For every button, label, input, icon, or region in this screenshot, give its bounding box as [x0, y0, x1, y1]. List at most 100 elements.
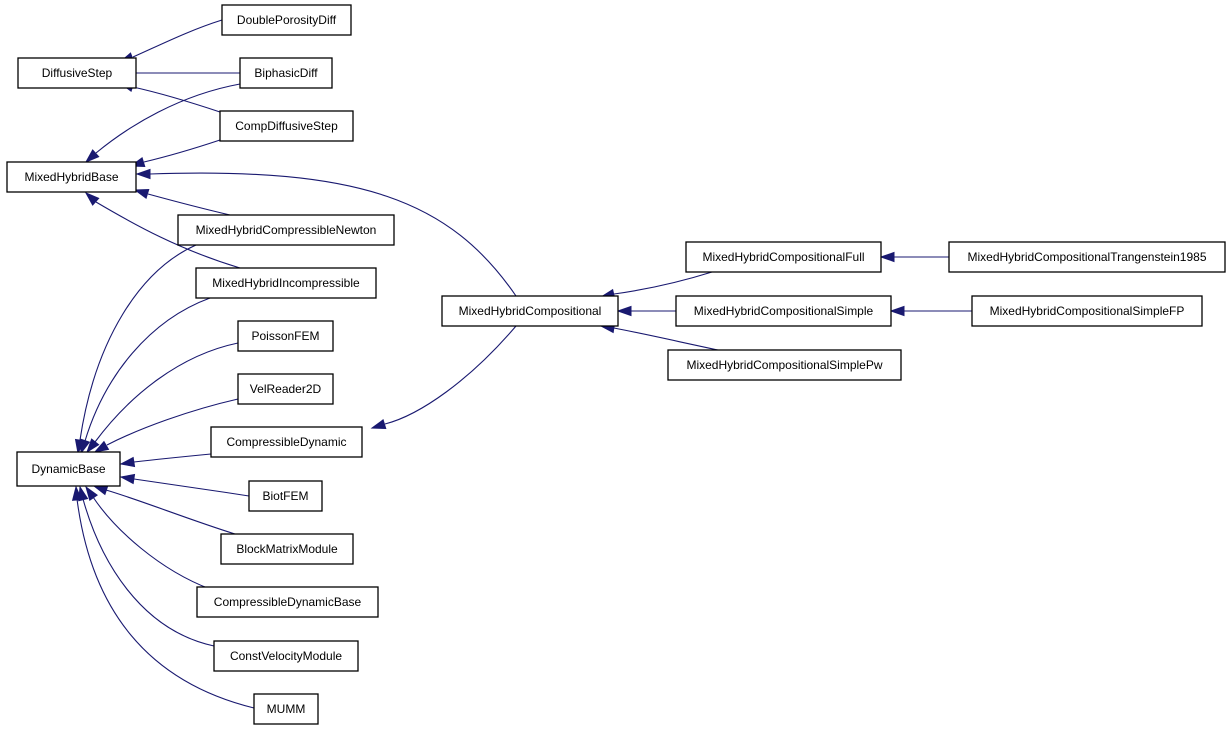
class-box[interactable]: [196, 586, 379, 618]
arrow-head-icon: [80, 438, 91, 455]
class-node-poisson-fem[interactable]: PoissonFEM: [237, 320, 334, 352]
class-node-double-porosity-diff[interactable]: DoublePorosityDiff: [221, 4, 352, 36]
class-label: MixedHybridCompositional: [459, 304, 602, 318]
class-node-mixed-hybrid-compositional-simple-pw[interactable]: MixedHybridCompositionalSimplePw: [667, 349, 902, 381]
class-box[interactable]: [195, 267, 377, 299]
class-node-diffusive-step[interactable]: DiffusiveStep: [17, 57, 137, 89]
class-box[interactable]: [253, 693, 319, 725]
class-node-mixed-hybrid-compositional-full[interactable]: MixedHybridCompositionalFull: [685, 241, 882, 273]
edge-line: [92, 496, 211, 590]
edge-line: [132, 19, 223, 58]
arrow-head-icon: [133, 188, 150, 199]
class-box[interactable]: [685, 241, 882, 273]
edge-comp-diffusive-step-to-mixed-hybrid-base: [129, 139, 221, 168]
edge-compressible-dynamic-base-to-dynamic-base: [85, 485, 211, 590]
class-label: MixedHybridCompositionalSimple: [694, 304, 874, 318]
class-label: PoissonFEM: [251, 329, 319, 343]
edge-mixed-hybrid-incompressible-to-mixed-hybrid-base: [84, 191, 241, 269]
edge-line: [105, 489, 236, 535]
edge-line: [94, 342, 239, 443]
class-label: MUMM: [267, 702, 306, 716]
class-box[interactable]: [667, 349, 902, 381]
arrow-head-icon: [92, 485, 109, 496]
class-box[interactable]: [220, 533, 354, 565]
class-box[interactable]: [237, 320, 334, 352]
class-node-biphasic-diff[interactable]: BiphasicDiff: [239, 57, 333, 89]
edge-line: [613, 327, 719, 351]
edge-line: [132, 86, 221, 113]
class-label: MixedHybridCompositionalFull: [702, 250, 864, 264]
class-node-mixed-hybrid-incompressible[interactable]: MixedHybridIncompressible: [195, 267, 377, 299]
class-box[interactable]: [237, 373, 334, 405]
arrow-head-icon: [84, 149, 100, 164]
class-box[interactable]: [210, 426, 363, 458]
class-label: BlockMatrixModule: [236, 542, 338, 556]
class-box[interactable]: [675, 295, 892, 327]
edge-mixed-hybrid-compositional-simple-fp-to-mixed-hybrid-compositional-simple: [889, 305, 972, 317]
class-label: MixedHybridBase: [24, 170, 118, 184]
class-label: VelReader2D: [250, 382, 322, 396]
edge-line: [147, 193, 231, 216]
class-box[interactable]: [177, 214, 395, 246]
class-node-compressible-dynamic[interactable]: CompressibleDynamic: [210, 426, 363, 458]
class-node-mixed-hybrid-compressible-newton[interactable]: MixedHybridCompressibleNewton: [177, 214, 395, 246]
edge-line: [79, 244, 197, 441]
arrow-head-icon: [93, 440, 110, 453]
class-box[interactable]: [239, 57, 333, 89]
class-box[interactable]: [948, 241, 1226, 273]
class-label: MixedHybridIncompressible: [212, 276, 360, 290]
class-node-vel-reader2-d[interactable]: VelReader2D: [237, 373, 334, 405]
class-node-mumm[interactable]: MUMM: [253, 693, 319, 725]
arrow-head-icon: [86, 438, 100, 454]
class-node-compressible-dynamic-base[interactable]: CompressibleDynamicBase: [196, 586, 379, 618]
edge-const-velocity-module-to-dynamic-base: [78, 485, 215, 647]
class-label: CompressibleDynamicBase: [214, 595, 362, 609]
class-box[interactable]: [219, 110, 354, 142]
class-node-mixed-hybrid-base[interactable]: MixedHybridBase: [6, 161, 137, 193]
class-node-mixed-hybrid-compositional-trangenstein1985[interactable]: MixedHybridCompositionalTrangenstein1985: [948, 241, 1226, 273]
edge-mixed-hybrid-compositional-to-mixed-hybrid-base: [135, 168, 517, 297]
class-node-const-velocity-module[interactable]: ConstVelocityModule: [213, 640, 359, 672]
class-node-comp-diffusive-step[interactable]: CompDiffusiveStep: [219, 110, 354, 142]
class-box[interactable]: [17, 57, 137, 89]
edge-line: [106, 398, 239, 446]
edge-double-porosity-diff-to-diffusive-step: [118, 19, 223, 63]
edge-mixed-hybrid-compositional-trangenstein1985-to-mixed-hybrid-compositional-full: [879, 251, 949, 263]
edge-mixed-hybrid-compositional-simple-to-mixed-hybrid-compositional: [616, 305, 676, 317]
edge-mumm-to-dynamic-base: [71, 485, 255, 709]
class-box[interactable]: [971, 295, 1203, 327]
arrow-head-icon: [889, 305, 905, 317]
class-box[interactable]: [213, 640, 359, 672]
class-node-mixed-hybrid-compositional-simple[interactable]: MixedHybridCompositionalSimple: [675, 295, 892, 327]
class-box[interactable]: [441, 295, 619, 327]
class-label: MixedHybridCompositionalTrangenstein1985: [967, 250, 1206, 264]
inheritance-edges: [71, 19, 972, 709]
class-box[interactable]: [6, 161, 137, 193]
class-label: DynamicBase: [31, 462, 105, 476]
class-box[interactable]: [221, 4, 352, 36]
edge-line: [133, 453, 212, 463]
arrow-head-icon: [119, 456, 136, 468]
arrow-head-icon: [370, 419, 387, 430]
edge-line: [384, 325, 517, 425]
edge-biot-fem-to-dynamic-base: [119, 473, 250, 497]
class-box[interactable]: [16, 451, 121, 487]
class-label: DiffusiveStep: [42, 66, 113, 80]
class-box[interactable]: [248, 480, 323, 512]
edge-biphasic-diff-to-diffusive-step: [118, 67, 240, 79]
edge-mixed-hybrid-incompressible-to-dynamic-base: [80, 297, 211, 455]
class-label: BiotFEM: [262, 489, 308, 503]
arrow-head-icon: [135, 168, 151, 180]
class-node-dynamic-base[interactable]: DynamicBase: [16, 451, 121, 487]
class-label: ConstVelocityModule: [230, 649, 342, 663]
class-label: MixedHybridCompositionalSimpleFP: [990, 304, 1185, 318]
class-label: CompDiffusiveStep: [235, 119, 338, 133]
edge-mixed-hybrid-compositional-simple-pw-to-mixed-hybrid-compositional: [599, 322, 719, 351]
class-node-mixed-hybrid-compositional[interactable]: MixedHybridCompositional: [441, 295, 619, 327]
arrow-head-icon: [84, 191, 100, 206]
class-node-mixed-hybrid-compositional-simple-fp[interactable]: MixedHybridCompositionalSimpleFP: [971, 295, 1203, 327]
class-node-block-matrix-module[interactable]: BlockMatrixModule: [220, 533, 354, 565]
class-node-biot-fem[interactable]: BiotFEM: [248, 480, 323, 512]
